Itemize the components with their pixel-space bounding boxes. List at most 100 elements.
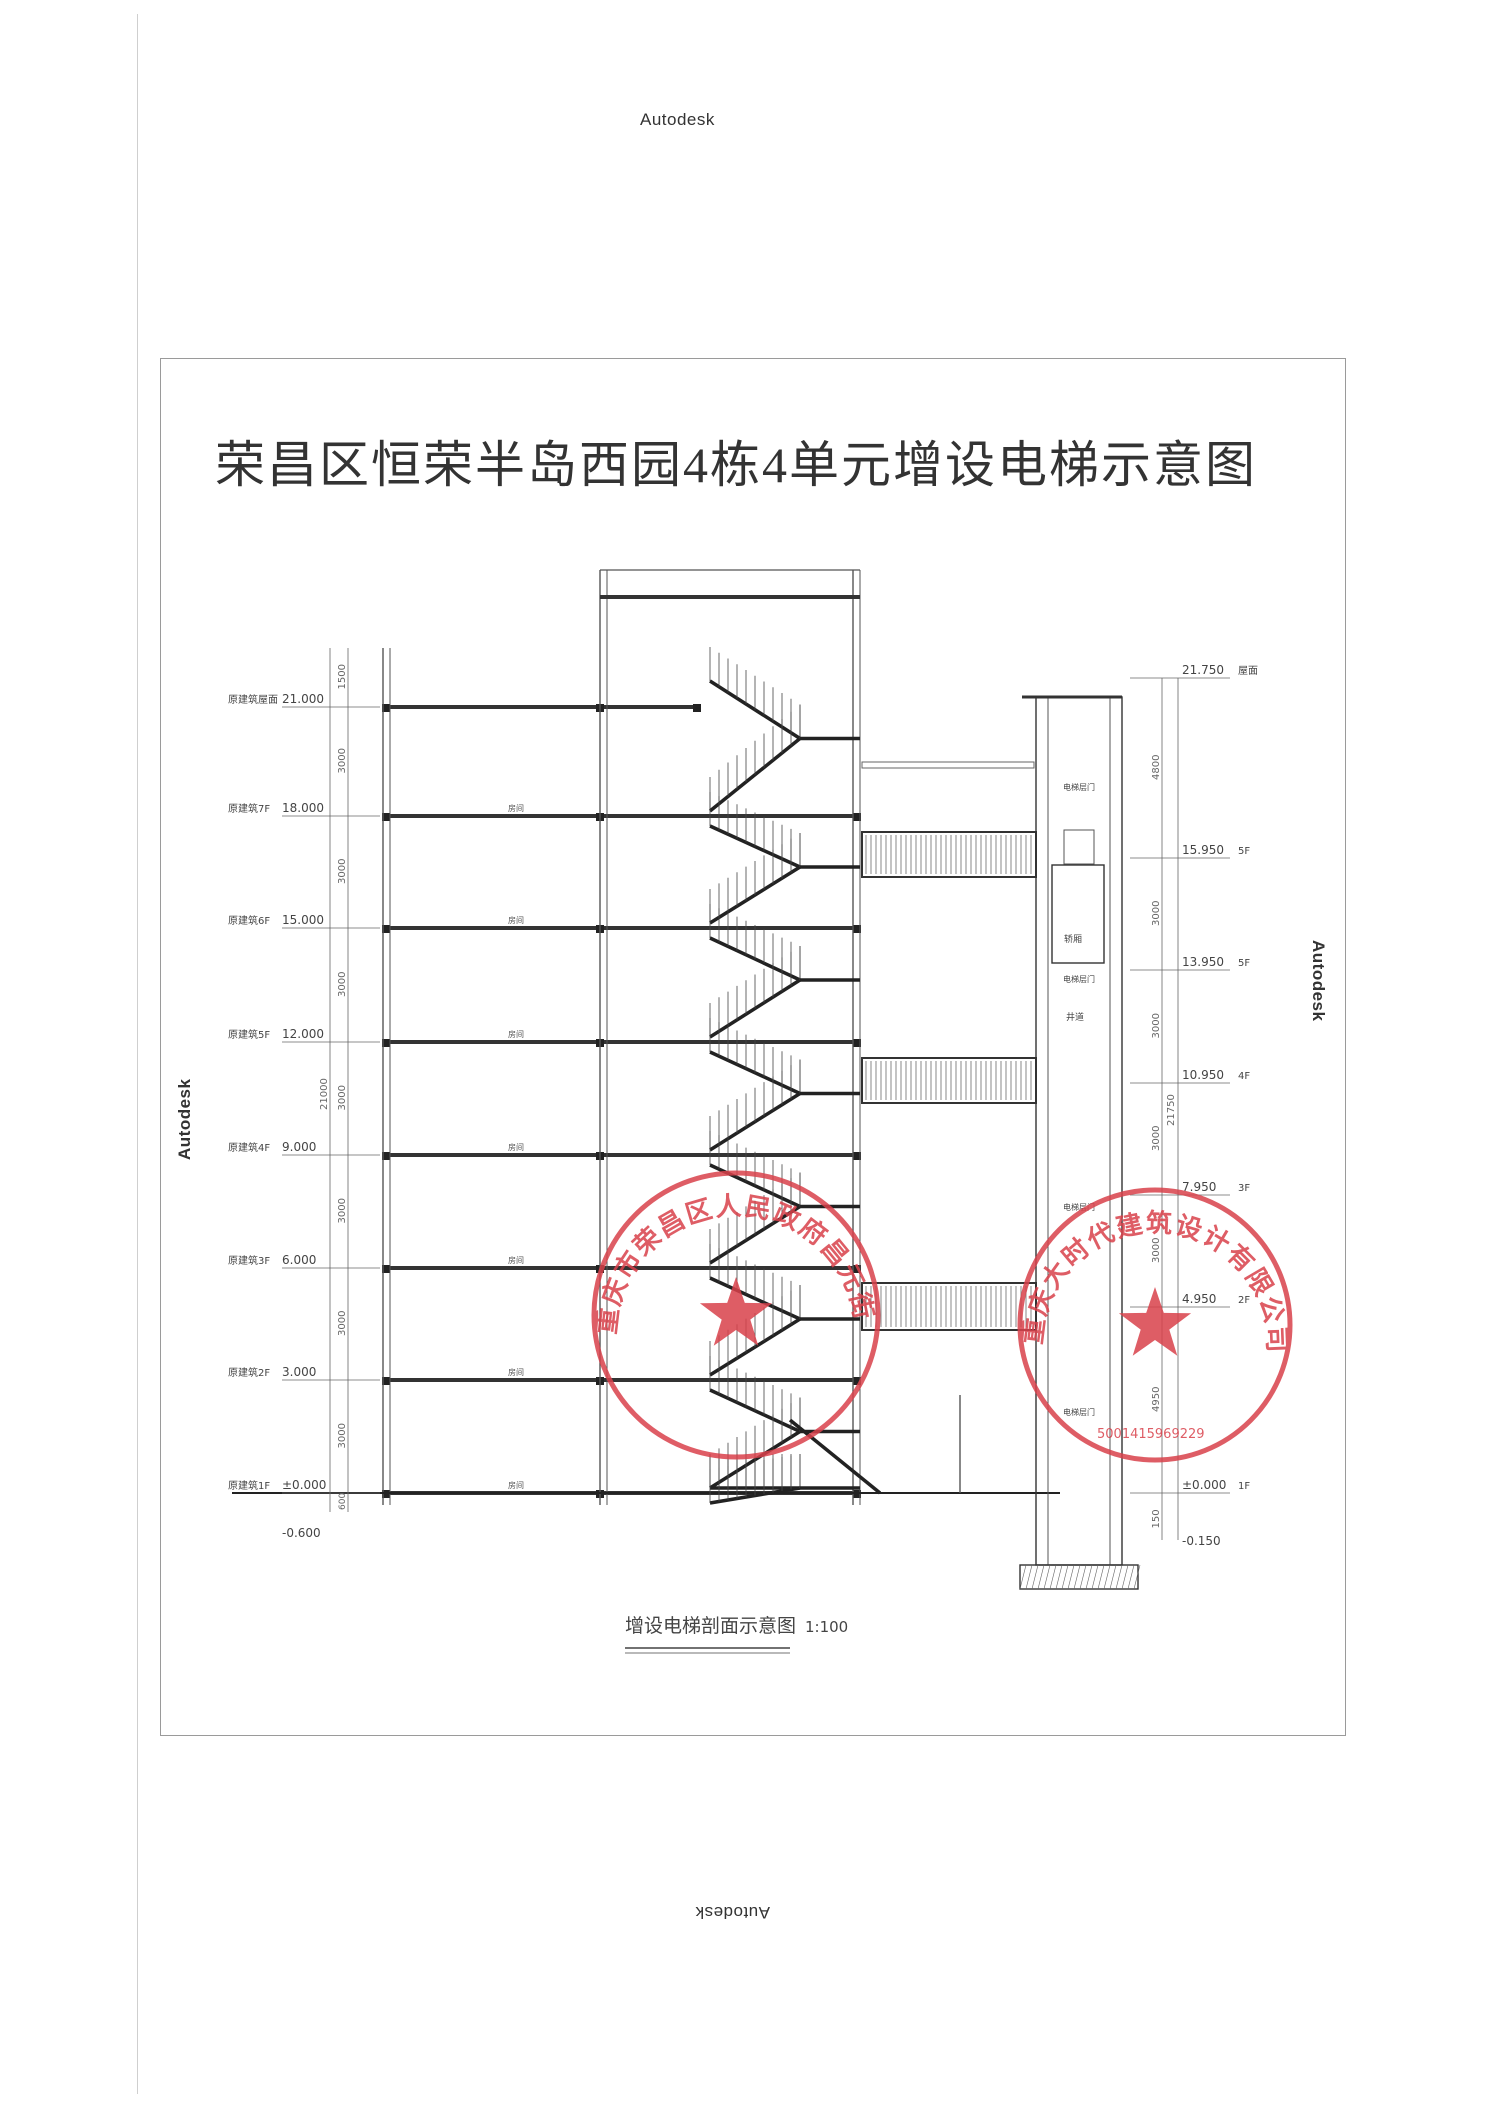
level-elevation: -0.600	[282, 1526, 321, 1540]
segment-dimension: 3000	[337, 1085, 348, 1110]
segment-dimension: 3000	[1151, 901, 1162, 926]
segment-dimension: 3000	[1151, 1013, 1162, 1038]
pit-hatch	[1109, 1564, 1117, 1590]
level-elevation: 9.000	[282, 1140, 316, 1154]
room-label: 房间	[508, 1255, 524, 1265]
pit-hatch	[1085, 1564, 1093, 1590]
pit-hatch	[1115, 1564, 1123, 1590]
level-prefix: 原建筑屋面	[228, 693, 278, 706]
segment-dimension: 3000	[1151, 1238, 1162, 1263]
beam	[853, 1377, 861, 1385]
level-prefix: 原建筑6F	[228, 914, 270, 927]
door-label: 电梯层门	[1063, 782, 1095, 792]
beam	[853, 1039, 861, 1047]
level-elevation: 21.750	[1182, 663, 1224, 677]
level-elevation: -0.150	[1182, 1534, 1221, 1548]
level-elevation: 15.000	[282, 913, 324, 927]
level-elevation: ±0.000	[282, 1478, 326, 1492]
room-label: 房间	[508, 1142, 524, 1152]
level-floor: 2F	[1238, 1295, 1250, 1306]
seal-code: 5001415969229	[1097, 1427, 1205, 1442]
pit-hatch	[1079, 1564, 1087, 1590]
level-elevation: 13.950	[1182, 955, 1224, 969]
seal-ring	[591, 1170, 881, 1460]
drawing-frame	[160, 358, 1346, 1736]
segment-dimension: 3000	[337, 859, 348, 884]
pit-hatch	[1133, 1564, 1141, 1590]
total-dimension: 21750	[1166, 1094, 1177, 1126]
beam	[382, 1265, 390, 1273]
total-dimension: 21000	[319, 1078, 330, 1110]
elevator-car	[1051, 864, 1105, 964]
beam	[382, 704, 390, 712]
caption-title: 增设电梯剖面示意图	[625, 1615, 796, 1637]
seal-text-path: 重庆市荣昌区人民政府昌元街道办事处	[0, 0, 877, 1336]
door-label: 电梯层门	[1063, 1202, 1095, 1212]
level-floor: 3F	[1238, 1183, 1250, 1194]
beam	[382, 1377, 390, 1385]
room-label: 房间	[508, 1480, 524, 1490]
connecting-bridge	[861, 831, 1037, 878]
room-label: 房间	[508, 803, 524, 813]
segment-dimension: 3000	[1151, 1126, 1162, 1151]
beam	[382, 1039, 390, 1047]
pit-hatch	[1043, 1564, 1051, 1590]
beam	[853, 925, 861, 933]
level-elevation: ±0.000	[1182, 1478, 1226, 1492]
segment-dimension: 150	[1151, 1509, 1162, 1528]
seal-ring	[1017, 1187, 1293, 1463]
level-elevation: 4.950	[1182, 1292, 1216, 1306]
pit-hatch	[1061, 1564, 1069, 1590]
pit-hatch	[1037, 1564, 1045, 1590]
pit-hatch	[1103, 1564, 1111, 1590]
pit-hatch	[1097, 1564, 1105, 1590]
door-label: 电梯层门	[1063, 1407, 1095, 1417]
pit-hatch	[1127, 1564, 1135, 1590]
level-elevation: 12.000	[282, 1027, 324, 1041]
pit-hatch	[1091, 1564, 1099, 1590]
level-elevation: 21.000	[282, 692, 324, 706]
pit-hatch	[1067, 1564, 1075, 1590]
pit-foundation	[1019, 1564, 1139, 1590]
level-elevation: 7.950	[1182, 1180, 1216, 1194]
segment-dimension: 3000	[337, 972, 348, 997]
level-prefix: 原建筑4F	[228, 1141, 270, 1154]
level-prefix: 原建筑2F	[228, 1366, 270, 1379]
level-floor: 5F	[1238, 846, 1250, 857]
official-seals: 重庆市荣昌区人民政府昌元街道办事处重庆大时代建筑设计有限公司5001415969…	[0, 0, 1293, 1463]
segment-dimension: 1500	[337, 664, 348, 689]
level-floor: 4F	[1238, 1071, 1250, 1082]
segment-dimension: 3000	[337, 1198, 348, 1223]
dimension-annotations: 原建筑屋面 21.000 1500 原建筑7F 18.000 3000 原建筑6F 15.00…	[228, 648, 1258, 1548]
bridge-top	[861, 761, 1035, 769]
pit-hatch	[1049, 1564, 1057, 1590]
beam	[693, 704, 701, 712]
segment-dimension: 600	[338, 1493, 348, 1510]
pit-hatch	[1019, 1564, 1027, 1590]
shaft-label: 井道	[1066, 1011, 1084, 1023]
level-floor: 屋面	[1238, 665, 1258, 677]
stair-flight	[788, 1418, 882, 1495]
level-prefix: 原建筑3F	[228, 1254, 270, 1267]
pit-hatch	[1025, 1564, 1033, 1590]
machine-label: 轿厢	[1064, 933, 1082, 945]
room-label: 房间	[508, 1029, 524, 1039]
staircase	[708, 647, 882, 1505]
pit-hatch	[1121, 1564, 1129, 1590]
segment-dimension: 4950	[1151, 1387, 1162, 1412]
pit-hatch	[1031, 1564, 1039, 1590]
segment-dimension: 4800	[1151, 755, 1162, 780]
watermark-top: Autodesk	[640, 110, 715, 129]
room-label: 房间	[508, 915, 524, 925]
seal-text: 重庆市荣昌区人民政府昌元街道办事处	[0, 0, 879, 1336]
level-floor: 1F	[1238, 1481, 1250, 1492]
level-prefix: 原建筑7F	[228, 802, 270, 815]
level-elevation: 18.000	[282, 801, 324, 815]
level-elevation: 10.950	[1182, 1068, 1224, 1082]
room-label: 房间	[508, 1367, 524, 1377]
